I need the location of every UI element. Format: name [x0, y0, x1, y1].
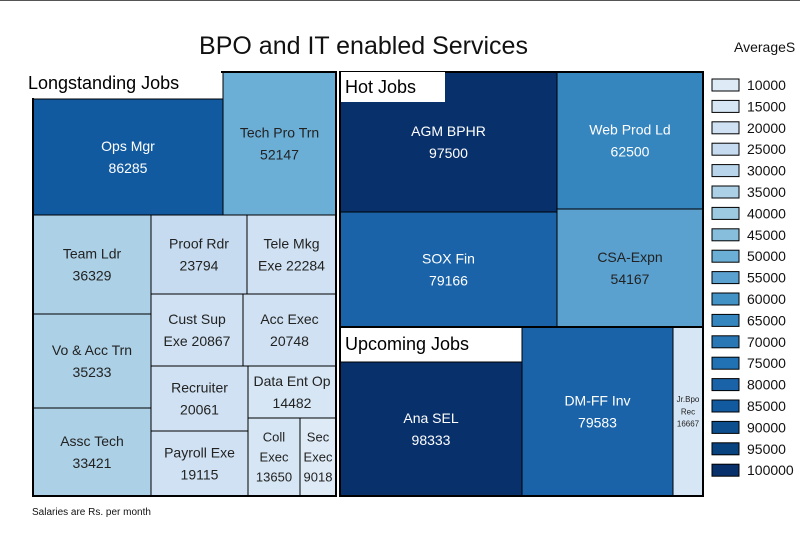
legend-swatch-30000: [711, 164, 740, 178]
treemap-tile-data-ent-op-14482: [247, 365, 337, 419]
legend-label-35000: 35000: [747, 184, 786, 200]
treemap-tile-tech-pro-trn-52147: [222, 71, 337, 216]
treemap-tile-tele-mkg-exe-22284: [246, 214, 337, 295]
footnote: Salaries are Rs. per month: [32, 507, 151, 518]
treemap-tile-sox-fin-79166: [339, 211, 558, 328]
treemap-tile-ops-mgr-86285: [32, 98, 224, 216]
legend-label-20000: 20000: [747, 120, 786, 136]
legend-swatch-95000: [711, 442, 740, 456]
legend-label-85000: 85000: [747, 398, 786, 414]
legend-swatch-65000: [711, 313, 740, 327]
treemap-tile-ana-sel-98333: [339, 361, 523, 497]
group-label-hot-jobs: Hot Jobs: [341, 72, 445, 102]
treemap-tile-assc-tech-33421: [32, 407, 152, 497]
legend-swatch-55000: [711, 271, 740, 285]
legend-swatch-90000: [711, 420, 740, 434]
legend-swatch-10000: [711, 78, 740, 92]
legend-label-50000: 50000: [747, 248, 786, 264]
legend-label-60000: 60000: [747, 291, 786, 307]
treemap-tile-payroll-exe-19115: [150, 430, 249, 497]
top-border-line: [0, 0, 800, 1]
treemap-tile-csa-expn-54167: [556, 208, 704, 328]
group-label-longstanding-jobs: Longstanding Jobs: [24, 68, 221, 98]
legend-swatch-15000: [711, 99, 740, 113]
legend-label-95000: 95000: [747, 441, 786, 457]
legend-swatch-70000: [711, 335, 740, 349]
legend-label-100000: 100000: [747, 462, 794, 478]
treemap-tile-vo-acc-trn-35233: [32, 313, 152, 409]
legend-swatch-85000: [711, 399, 740, 413]
treemap-tile-recruiter-20061: [150, 365, 249, 432]
legend-swatch-50000: [711, 249, 740, 263]
legend-swatch-40000: [711, 206, 740, 220]
legend-label-10000: 10000: [747, 77, 786, 93]
legend-title: AverageS: [734, 39, 796, 55]
legend-swatch-20000: [711, 121, 740, 135]
group-label-upcoming-jobs: Upcoming Jobs: [341, 329, 513, 359]
legend-swatch-75000: [711, 356, 740, 370]
treemap-tile-acc-exec-20748: [242, 293, 337, 367]
legend-label-45000: 45000: [747, 227, 786, 243]
legend-label-75000: 75000: [747, 355, 786, 371]
legend-label-25000: 25000: [747, 141, 786, 157]
legend-label-15000: 15000: [747, 98, 786, 114]
legend-swatch-35000: [711, 185, 740, 199]
treemap-tile-sec-exec-9018: [299, 417, 337, 497]
group-outline-2: [339, 326, 704, 497]
legend-label-30000: 30000: [747, 163, 786, 179]
treemap-tile-web-prod-ld-62500: [556, 71, 704, 210]
treemap-tile-proof-rdr-23794: [150, 214, 248, 295]
legend-label-80000: 80000: [747, 377, 786, 393]
legend-label-70000: 70000: [747, 334, 786, 350]
treemap-tile-cust-sup-exe-20867: [150, 293, 244, 367]
legend-swatch-45000: [711, 228, 740, 242]
chart-title: BPO and IT enabled Services: [199, 32, 528, 60]
legend-label-65000: 65000: [747, 312, 786, 328]
legend-swatch-25000: [711, 142, 740, 156]
legend-swatch-100000: [711, 463, 740, 477]
treemap-tile-dm-ff-inv-79583: [521, 326, 674, 497]
legend-label-40000: 40000: [747, 205, 786, 221]
legend-swatch-60000: [711, 292, 740, 306]
legend-label-90000: 90000: [747, 419, 786, 435]
legend-label-55000: 55000: [747, 270, 786, 286]
treemap-tile-team-ldr-36329: [32, 214, 152, 315]
legend-swatch-80000: [711, 378, 740, 392]
